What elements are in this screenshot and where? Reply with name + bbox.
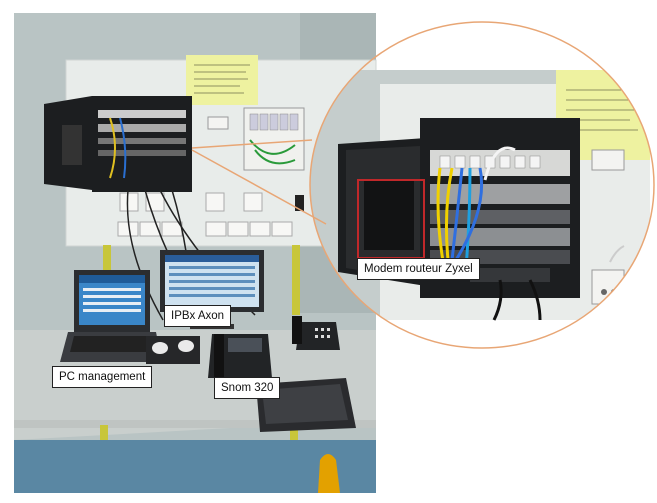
snom-320-label: Snom 320 (214, 377, 281, 399)
desk-phone-icon (208, 316, 340, 378)
zoom-leader-line-top (191, 139, 313, 149)
laptop-icon (60, 270, 162, 362)
keyboard-icon (256, 378, 356, 432)
zoom-callout-circle (309, 21, 655, 349)
zoom-photo (310, 70, 650, 321)
mouse-icon (152, 342, 168, 354)
zoom-leader-line-bottom (191, 149, 327, 225)
network-cabinet-icon (44, 96, 192, 192)
sticky-note (186, 55, 258, 105)
monitor-icon (160, 250, 264, 329)
pc-management-label: PC management (52, 366, 153, 388)
ipbx-axon-label: IPBx Axon (164, 305, 232, 327)
main-photo (14, 13, 377, 493)
floor (14, 440, 376, 493)
modem-routeur-label: Modem routeur Zyxel (357, 258, 480, 280)
